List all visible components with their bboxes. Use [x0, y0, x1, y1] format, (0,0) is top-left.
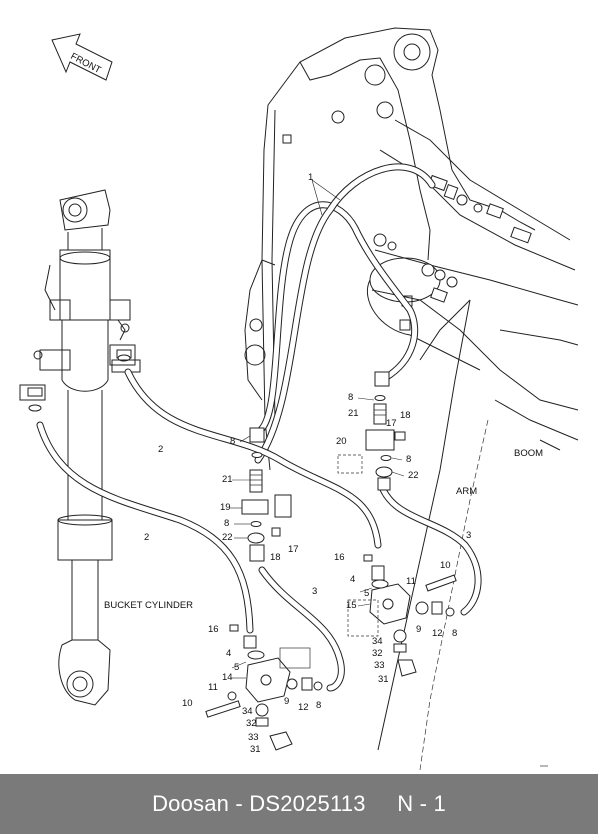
leader-lines [230, 397, 405, 679]
callout-21: 21 [348, 408, 359, 419]
callout-1: 1 [308, 172, 313, 183]
callout-8: 8 [224, 518, 229, 529]
footer-bar: Doosan - DS2025113 N - 1 [0, 774, 598, 834]
callout-8: 8 [406, 454, 411, 465]
callout-4: 4 [226, 648, 231, 659]
fittings-mid [205, 371, 457, 751]
hydraulic-piping-diagram: FRONT [19, 27, 579, 771]
footer-page: N - 1 [397, 791, 446, 816]
callout-21: 21 [222, 474, 233, 485]
footer-part-number: DS2025113 [249, 791, 366, 816]
front-arrow-icon: FRONT [51, 33, 113, 81]
callout-33: 33 [248, 732, 259, 743]
callout-18: 18 [400, 410, 411, 421]
callout-8: 8 [348, 392, 353, 403]
boom-label: BOOM [514, 448, 543, 459]
hose-2a [124, 368, 382, 549]
callout-22: 22 [408, 470, 419, 481]
callout-31: 31 [250, 744, 261, 755]
callout-17: 17 [288, 544, 299, 555]
callout-2: 2 [144, 532, 149, 543]
hoses [36, 163, 482, 692]
callout-8: 8 [452, 628, 457, 639]
footer-gap [366, 791, 398, 817]
callout-4: 4 [350, 574, 355, 585]
callout-34: 34 [242, 706, 253, 717]
callout-32: 32 [372, 648, 383, 659]
callout-16: 16 [334, 552, 345, 563]
callout-22: 22 [222, 532, 233, 543]
footer-brand: Doosan [152, 791, 230, 816]
callout-9: 9 [416, 624, 421, 635]
callout-14: 14 [222, 672, 233, 683]
callout-12: 12 [432, 628, 443, 639]
bucket-cylinder [19, 189, 141, 706]
callout-5: 5 [234, 662, 239, 673]
callout-10: 10 [440, 560, 451, 571]
callout-1-leader [311, 179, 341, 216]
callout-8: 8 [316, 700, 321, 711]
callout-5: 5 [364, 588, 369, 599]
callout-2: 2 [158, 444, 163, 455]
callout-11: 11 [406, 576, 416, 587]
callout-32: 32 [246, 718, 257, 729]
callout-17: 17 [386, 418, 397, 429]
callout-16: 16 [208, 624, 219, 635]
footer-separator: - [229, 791, 250, 816]
callout-20: 20 [336, 436, 347, 447]
callout-31: 31 [378, 674, 389, 685]
callout-11: 11 [208, 682, 218, 693]
callout-3: 3 [466, 530, 471, 541]
callout-33: 33 [374, 660, 385, 671]
callout-9: 9 [284, 696, 289, 707]
callout-19: 19 [220, 502, 231, 513]
callout-12: 12 [298, 702, 309, 713]
boom-fittings [373, 174, 532, 303]
callout-15: 15 [346, 600, 357, 611]
callout-10: 10 [182, 698, 193, 709]
callout-18: 18 [270, 552, 281, 563]
callout-8: 8 [230, 436, 235, 447]
callouts: 1 2 2 3 3 4 4 5 5 8 8 8 8 8 8 9 9 10 10 … [144, 172, 471, 755]
callout-34: 34 [372, 636, 383, 647]
arm-label: ARM [456, 486, 477, 497]
arm-structure [244, 27, 579, 771]
callout-3: 3 [312, 586, 317, 597]
bucket-cylinder-label: BUCKET CYLINDER [104, 600, 193, 611]
